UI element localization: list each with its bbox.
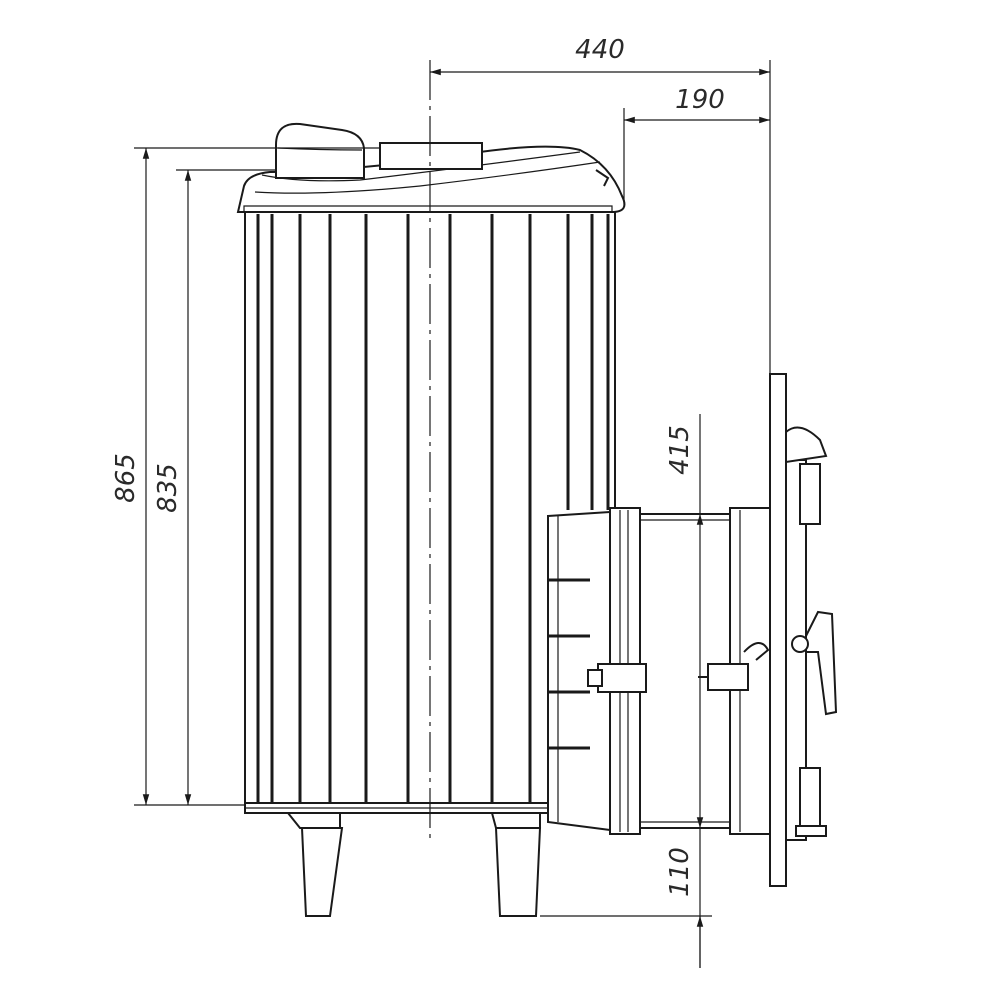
dim-label-835: 835	[153, 463, 183, 513]
dim-label-865: 865	[111, 453, 141, 503]
top-lid	[236, 145, 626, 213]
chimney-collar	[379, 142, 483, 170]
leg-right	[490, 812, 542, 917]
dim-label-440: 440	[575, 35, 625, 65]
dim-label-415: 415	[665, 425, 695, 475]
dim-label-190: 190	[675, 85, 725, 115]
dimension-lines	[134, 60, 771, 968]
vertical-ribs	[256, 214, 610, 803]
top-nozzle	[275, 122, 365, 179]
firebox-tunnel	[547, 507, 771, 835]
stove-body	[236, 60, 626, 917]
leg-left	[285, 812, 344, 917]
door-plate	[769, 373, 787, 887]
dim-label-110: 110	[665, 847, 695, 897]
firebox-door	[769, 373, 838, 887]
door-handle	[805, 610, 838, 716]
